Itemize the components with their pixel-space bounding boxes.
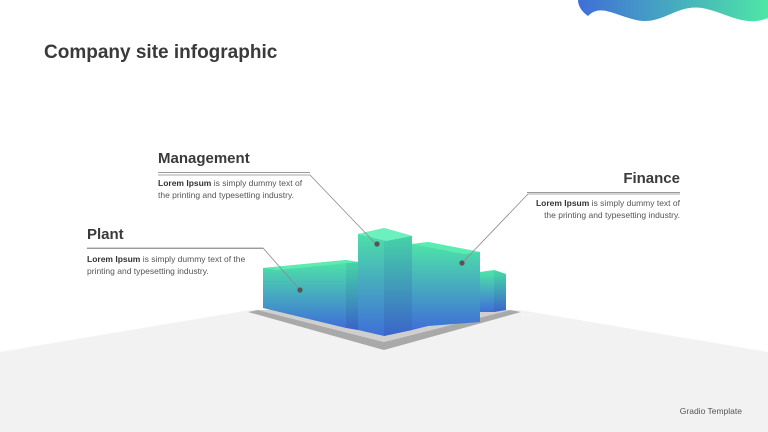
callout-lead: Lorem Ipsum [158, 178, 212, 188]
page-title: Company site infographic [44, 42, 278, 63]
callout-text: Lorem Ipsum is simply dummy text of the … [87, 253, 263, 277]
base-platform [248, 310, 521, 350]
callout-text: Lorem Ipsum is simply dummy text of the … [158, 177, 310, 201]
callout-heading: Plant [87, 226, 124, 243]
footer-label: Gradio Template [679, 406, 742, 416]
marker-plant [297, 287, 303, 293]
marker-finance [459, 260, 465, 266]
callout-management: Management Lorem Ipsum is simply dummy t… [158, 150, 310, 201]
divider [527, 192, 680, 193]
callout-text: Lorem Ipsum is simply dummy text of the … [527, 197, 680, 221]
callout-finance: Finance Lorem Ipsum is simply dummy text… [527, 170, 680, 221]
divider [158, 172, 310, 173]
marker-management [374, 241, 380, 247]
callout-lead: Lorem Ipsum [535, 198, 590, 208]
callout-plant: Plant Lorem Ipsum is simply dummy text o… [87, 226, 263, 277]
divider [87, 248, 263, 249]
callout-heading: Management [158, 150, 250, 167]
floor [0, 310, 768, 432]
callout-body: is simply dummy text of the printing and… [544, 198, 680, 220]
callout-heading: Finance [623, 170, 680, 187]
leader-management [158, 174, 377, 245]
wave-decoration [578, 0, 768, 22]
callout-body: is simply dummy text of the printing and… [158, 178, 303, 200]
leader-finance [461, 193, 680, 264]
callout-lead: Lorem Ipsum [87, 254, 141, 264]
callout-body: is simply dummy text of the printing and… [87, 254, 246, 276]
